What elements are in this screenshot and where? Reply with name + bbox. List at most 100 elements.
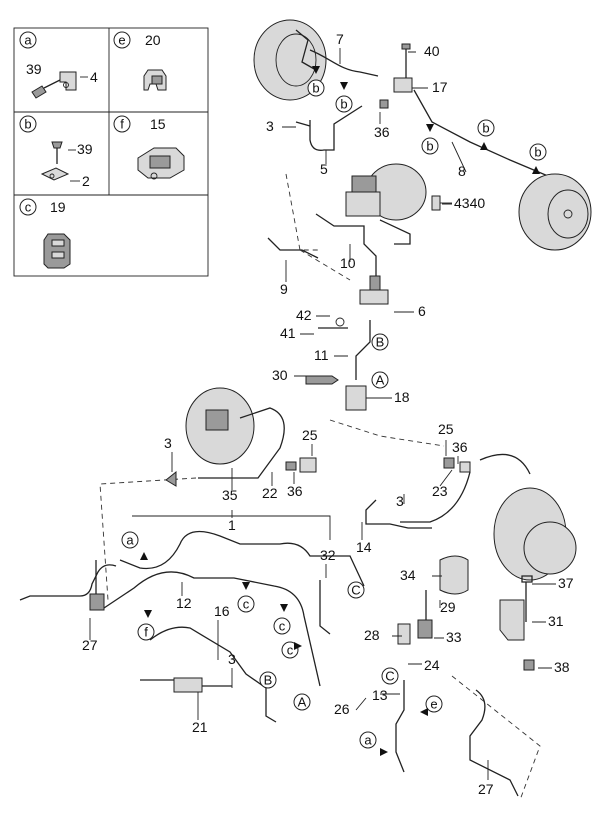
right-wheel-assembly [365,453,577,581]
brake-line-13 [395,680,405,773]
legend-part-number: 15 [150,116,166,132]
legend-table: a 39 4 e 20 b 39 2 [13,27,209,277]
brake-hose-22 [198,407,285,479]
callout: 25 [302,427,318,443]
circle-letter: B [264,673,273,688]
circle-letter: c [243,597,250,612]
brake-line-1 [119,530,365,587]
brake-line-16 [149,626,277,723]
circle-letter: b [312,81,319,96]
callout: 24 [424,657,440,673]
legend-cell-e: e 20 [113,31,167,91]
callout: 34 [400,567,416,583]
callout: 3 [266,118,274,134]
legend-letter: e [118,33,125,48]
callout: 32 [320,547,336,563]
screw-icon [51,141,63,149]
bolt-icon [31,85,47,99]
legend-letter: b [24,117,31,132]
circle-letter: c [287,643,294,658]
callout: 29 [440,599,456,615]
junction-block-18 [345,385,367,411]
sensor-4340 [431,195,441,211]
callout: 11 [314,347,329,363]
callout: 9 [280,281,288,297]
bolt-25 [299,457,317,473]
brake-line-32 [319,580,331,635]
legend-part-label: 39 [26,61,42,77]
callout: 33 [446,629,462,645]
legend-letter: a [24,33,32,48]
junction-block-17 [393,77,413,93]
circle-letter: e [430,697,437,712]
callout: 35 [222,487,238,503]
bolt-40 [401,43,411,50]
circle-letter: f [144,625,148,640]
front-brake-assembly [99,19,592,601]
callout: 28 [364,627,380,643]
brake-line-5 [309,105,363,151]
clip-icon [40,167,70,181]
callout: 5 [320,161,328,177]
circle-letter: b [426,139,433,154]
brake-line-11 [355,320,371,380]
callout: 21 [192,719,208,735]
legend-letter: c [25,200,32,215]
callout: 36 [452,439,468,455]
brake-hose-23 [479,453,531,475]
circle-letter: B [376,335,385,350]
circle-letter: A [376,373,385,388]
bracket-icon [59,71,77,91]
callout: 1 [228,517,236,533]
legend-cell-c: c 19 [19,198,71,269]
legend-cell-f: f 15 [113,115,185,180]
callout: 27 [82,637,98,653]
callout: 3 [164,435,172,451]
washer-42 [335,317,345,327]
brake-line-10 [315,213,377,276]
legend-cell-b: b 39 2 [19,115,93,189]
callout: 27 [478,781,494,797]
master-cylinder [345,191,381,217]
valve-33 [417,619,433,639]
circle-letter: A [298,695,307,710]
brake-pipe-27-right [469,689,519,797]
callout: 23 [432,483,448,499]
brake-hose-7 [309,49,379,77]
rear-line-assembly [19,515,365,723]
circle-letter: b [340,97,347,112]
brake-line-14 [365,499,432,529]
callout: 6 [418,303,426,319]
callout: 36 [287,483,303,499]
brake-line-12 [103,571,321,687]
legend-part-label: 4 [90,69,98,85]
legend-part-label: 2 [82,173,90,189]
bracket-31 [499,599,525,641]
legend-part-label: 39 [77,141,93,157]
callout: 25 [438,421,454,437]
left-wheel-assembly [165,387,317,487]
valve-6 [359,289,389,305]
circle-letter: c [279,619,286,634]
load-sensing-assembly [395,555,541,801]
hose-28 [397,623,411,645]
callout: 38 [554,659,570,675]
callout: 16 [214,603,230,619]
callout: 26 [334,701,350,717]
legend-letter: f [120,117,124,132]
callout: 18 [394,389,410,405]
callout-labels: 7 40 17 3 36 5 8 4340 10 9 42 6 41 11 30… [82,31,574,797]
callout: 17 [432,79,448,95]
circled-letter-callouts: b b b b b B A a c C c c f B A C a e [121,79,547,749]
callout: 40 [424,43,440,59]
clip-icon [43,233,71,269]
callout: 8 [458,163,466,179]
callout: 22 [262,485,278,501]
circle-letter: C [351,583,360,598]
nut-38 [523,659,535,671]
legend-cell-a: a 39 4 [19,31,98,99]
bolt-25 [443,457,455,469]
reservoir [351,175,377,193]
brake-pipe-27 [19,564,117,601]
